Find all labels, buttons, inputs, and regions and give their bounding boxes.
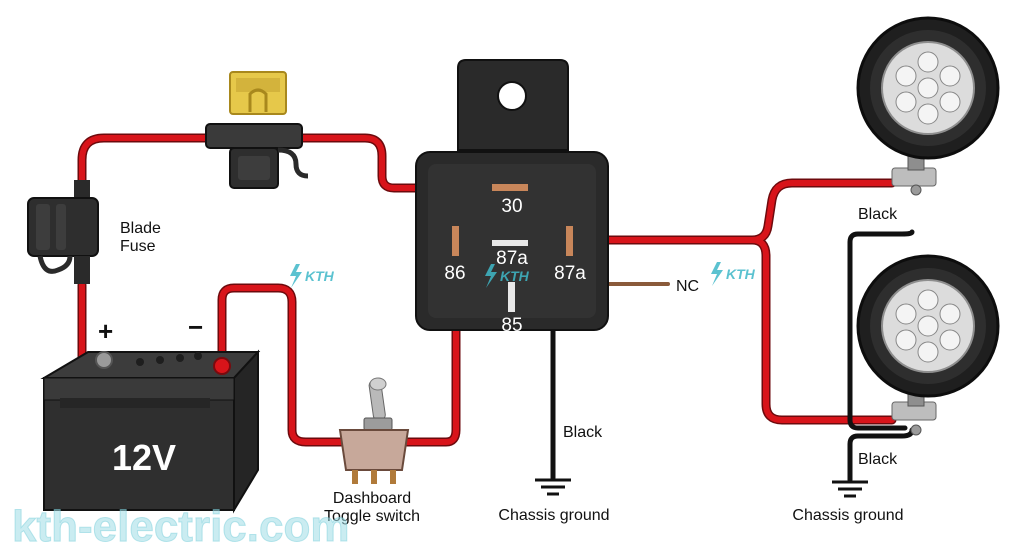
toggle-switch — [338, 377, 410, 484]
relay-mount-hole — [497, 81, 527, 111]
led-light-top — [856, 16, 1000, 196]
black-wire-label-center: Black — [563, 424, 603, 441]
relay — [415, 59, 609, 331]
inline-fuse-holder — [205, 71, 309, 189]
relay-pin-87-label: 87a — [554, 263, 586, 284]
relay-terminal-30 — [492, 184, 528, 191]
lightning-bolt-icon — [485, 264, 497, 288]
svg-text:KTH: KTH — [500, 268, 530, 284]
blade-fuse-label-line2: Fuse — [120, 238, 156, 255]
relay-pin-87a-label: 87a — [496, 248, 528, 269]
relay-terminal-87 — [566, 226, 573, 256]
site-watermark: kth-electric.com — [12, 502, 349, 551]
relay-pin-86-label: 86 — [444, 263, 465, 284]
lightning-bolt-icon — [711, 262, 723, 286]
relay-terminal-85 — [508, 282, 515, 312]
positive-terminal — [95, 351, 113, 369]
watermark-kth-1: KTH — [290, 264, 335, 288]
blade-fuse-label-line1: Blade — [120, 220, 161, 237]
chassis-ground-label-right: Chassis ground — [792, 507, 903, 524]
red-wires — [77, 133, 897, 447]
watermark-kth-2: KTH — [485, 264, 530, 288]
switch-label-line1: Dashboard — [333, 490, 411, 507]
battery-minus-sign: − — [188, 312, 203, 342]
black-wire-label-top-light: Black — [858, 206, 898, 223]
ground-icon — [535, 478, 571, 496]
lightning-bolt-icon — [290, 264, 302, 288]
battery-plus-sign: + — [98, 316, 113, 346]
led-light-bottom — [856, 254, 1000, 436]
negative-terminal — [213, 357, 231, 375]
battery — [40, 349, 261, 514]
switch-label-line2: Toggle switch — [324, 508, 420, 525]
relay-pin-30-label: 30 — [501, 196, 522, 217]
svg-text:KTH: KTH — [726, 266, 756, 282]
watermark-kth-3: KTH — [711, 262, 756, 286]
chassis-ground-label-center: Chassis ground — [498, 507, 609, 524]
relay-terminal-86 — [452, 226, 459, 256]
relay-terminal-87a — [492, 240, 528, 246]
nc-label: NC — [676, 278, 699, 295]
svg-text:KTH: KTH — [305, 268, 335, 284]
relay-pin-85-label: 85 — [501, 315, 522, 336]
ground-icon — [832, 480, 868, 498]
battery-voltage-label: 12V — [112, 437, 176, 478]
black-wire-label-bottom-light: Black — [858, 451, 898, 468]
blade-fuse-holder — [27, 180, 99, 284]
